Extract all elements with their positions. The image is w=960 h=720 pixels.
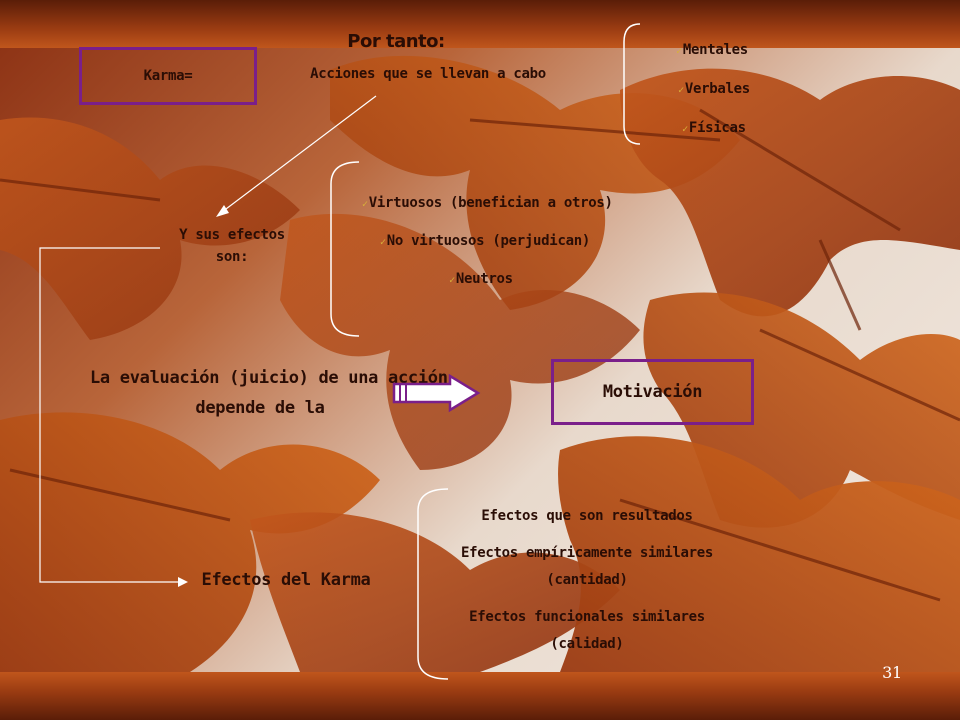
karma-label: Karma= [143, 68, 193, 84]
leaf [0, 412, 380, 672]
motivacion-box [551, 359, 754, 425]
leaf [280, 213, 640, 471]
leaf-vein [818, 239, 862, 331]
motivacion-label: Motivación [602, 382, 703, 402]
brace-efectos [330, 161, 360, 337]
page-number: 31 [882, 663, 902, 682]
efectos-karma-label: Efectos del Karma [201, 570, 371, 590]
leaf [250, 512, 620, 672]
efectos-intro-line2: son: [215, 249, 249, 265]
list-item: ✓No virtuosos (perjudican) [380, 233, 590, 249]
resultado-line3: (cantidad) [546, 572, 628, 588]
leaf-vein [9, 468, 231, 522]
list-item: ✓Neutros [449, 271, 513, 287]
list-item: ✓Virtuosos (benefician a otros) [362, 195, 613, 211]
checkmark-icon: ✓ [682, 124, 688, 135]
evaluacion-line2: depende de la [195, 398, 325, 418]
checkmark-icon: ✓ [678, 85, 684, 96]
checkmark-icon: ✓ [362, 199, 368, 210]
checkmark-icon: ✓ [449, 275, 455, 286]
leaf-vein [469, 118, 721, 142]
list-item: ✓Físicas [682, 120, 746, 136]
top-bar [0, 0, 960, 48]
resultado-line2: Efectos empíricamente similares [461, 545, 713, 561]
efectos-intro-line1: Y sus efectos [179, 227, 285, 243]
leaf [620, 68, 960, 317]
brace-acciones [623, 23, 641, 145]
list-item: ✓Mentales [676, 42, 748, 58]
leaf [0, 117, 300, 340]
big-arrow-icon [392, 373, 481, 413]
resultado-line4: Efectos funcionales similares [469, 609, 705, 625]
acciones-text: Acciones que se llevan a cabo [310, 66, 546, 82]
leaf [558, 436, 960, 672]
slide-title: Por tanto: [347, 31, 445, 52]
checkmark-icon: ✓ [676, 46, 682, 57]
leaf-vein [619, 498, 941, 602]
list-item: ✓Verbales [678, 81, 750, 97]
leaf-vein [759, 328, 960, 422]
leaf-vein [699, 108, 901, 232]
leaf-vein [0, 178, 161, 202]
resultado-line5: (calidad) [550, 636, 624, 652]
resultado-line1: Efectos que son resultados [481, 508, 693, 524]
bottom-bar [0, 672, 960, 720]
brace-resultados [417, 488, 449, 680]
karma-box [79, 47, 257, 105]
checkmark-icon: ✓ [380, 237, 386, 248]
evaluacion-line1: La evaluación (juicio) de una acción [90, 368, 448, 388]
